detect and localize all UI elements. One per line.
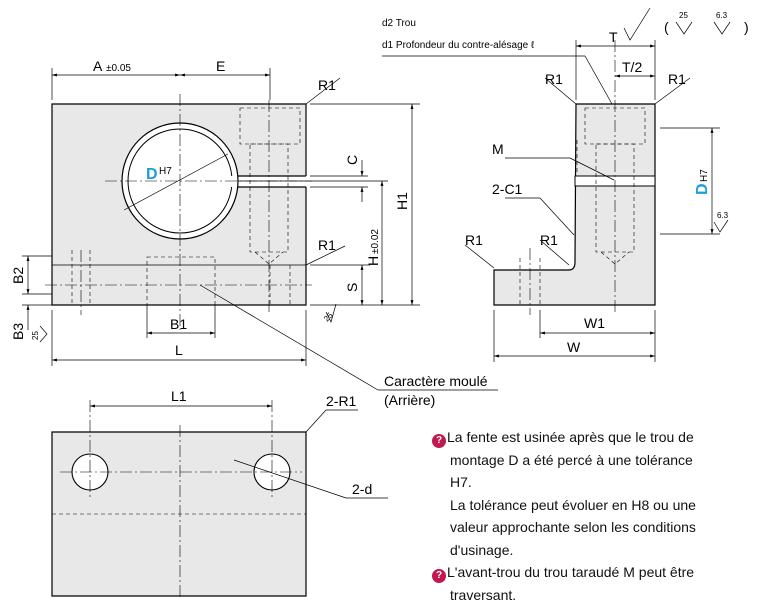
- caution-icon: ?: [432, 434, 446, 448]
- note-2-line-1: La tolérance peut évoluer en H8 ou une: [432, 494, 732, 517]
- bore-d-label: D: [146, 166, 158, 183]
- bore-fit-label: H7: [159, 166, 172, 177]
- note-2-line-3: d'usinage.: [432, 539, 732, 562]
- dim-t2-label: T/2: [622, 59, 642, 75]
- roughness-legend: ( 25 6.3 ): [664, 11, 749, 35]
- note-3: ?L'avant-trou du trou taraudé M peut êtr…: [432, 561, 732, 584]
- caution-icon: ?: [432, 569, 446, 583]
- dim-b3-label: B3: [10, 323, 26, 340]
- legend-open-paren: (: [664, 19, 669, 35]
- dim-l-label: L: [175, 342, 183, 358]
- roughness-25-side: 25: [31, 331, 40, 340]
- side-bore-fit-label: H7: [699, 169, 710, 182]
- note-1-line-2: montage D a été percé à une tolérance: [432, 449, 732, 472]
- cast-label-line1: Caractère moulé: [384, 373, 488, 389]
- r1-side-base: R1: [465, 232, 483, 248]
- note-2-line-2: valeur approchante selon les conditions: [432, 516, 732, 539]
- dim-w1-label: W1: [584, 315, 605, 331]
- dim-h-tolerance: ±0.02: [370, 229, 381, 254]
- cast-label-line2: (Arrière): [384, 392, 435, 408]
- dim-h1-label: H1: [394, 192, 410, 210]
- side-view: [494, 40, 655, 315]
- dim-e-label: E: [216, 58, 225, 74]
- dim-t-label: T: [609, 29, 618, 45]
- side-dimensions: d2 Trou d1 Profondeur du contre-alésage …: [382, 8, 729, 362]
- d2-label: d2 Trou: [382, 18, 416, 29]
- r1-top-label: R1: [318, 77, 336, 93]
- dim-h-label: H: [365, 256, 381, 266]
- note-1-line-3: H7.: [432, 471, 732, 494]
- note-1-line-1: La fente est usinée après que le trou de: [447, 429, 694, 445]
- front-view: [45, 94, 312, 330]
- dim-b2-label: B2: [10, 267, 26, 284]
- dim-a-label: A: [93, 58, 103, 74]
- note-1: ?La fente est usinée après que le trou d…: [432, 426, 732, 449]
- dim-b1-label: B1: [170, 316, 187, 332]
- note-3-line-1: L'avant-trou du trou taraudé M peut être: [447, 564, 694, 580]
- roughness-25-front: 25: [322, 310, 335, 323]
- r1-step-label: R1: [318, 237, 336, 253]
- dim-c-label: C: [344, 155, 360, 165]
- notes-panel: ?La fente est usinée après que le trou d…: [432, 426, 732, 606]
- r1-side-step: R1: [540, 232, 558, 248]
- r1-side-left: R1: [545, 71, 563, 87]
- bottom-r1-label: 2-R1: [326, 393, 357, 409]
- dim-a-tolerance: ±0.05: [106, 63, 131, 74]
- note-3-line-2: traversant.: [432, 584, 732, 606]
- dim-l1-label: L1: [171, 388, 187, 404]
- legend-rough-25: 25: [679, 11, 688, 20]
- dim-s-label: S: [344, 283, 360, 292]
- hole-2d-label: 2-d: [352, 481, 372, 497]
- legend-rough-63: 6.3: [716, 11, 728, 20]
- d1-label: d1 Profondeur du contre-alésage ℓ: [382, 40, 535, 51]
- roughness-63-side: 6.3: [717, 211, 729, 220]
- m-label: M: [492, 141, 504, 157]
- legend-close-paren: ): [744, 19, 749, 35]
- bottom-view: [52, 400, 306, 600]
- c1-label: 2-C1: [492, 181, 523, 197]
- r1-side-right: R1: [668, 71, 686, 87]
- dim-w-label: W: [567, 339, 581, 355]
- side-bore-d-label: D: [694, 183, 711, 195]
